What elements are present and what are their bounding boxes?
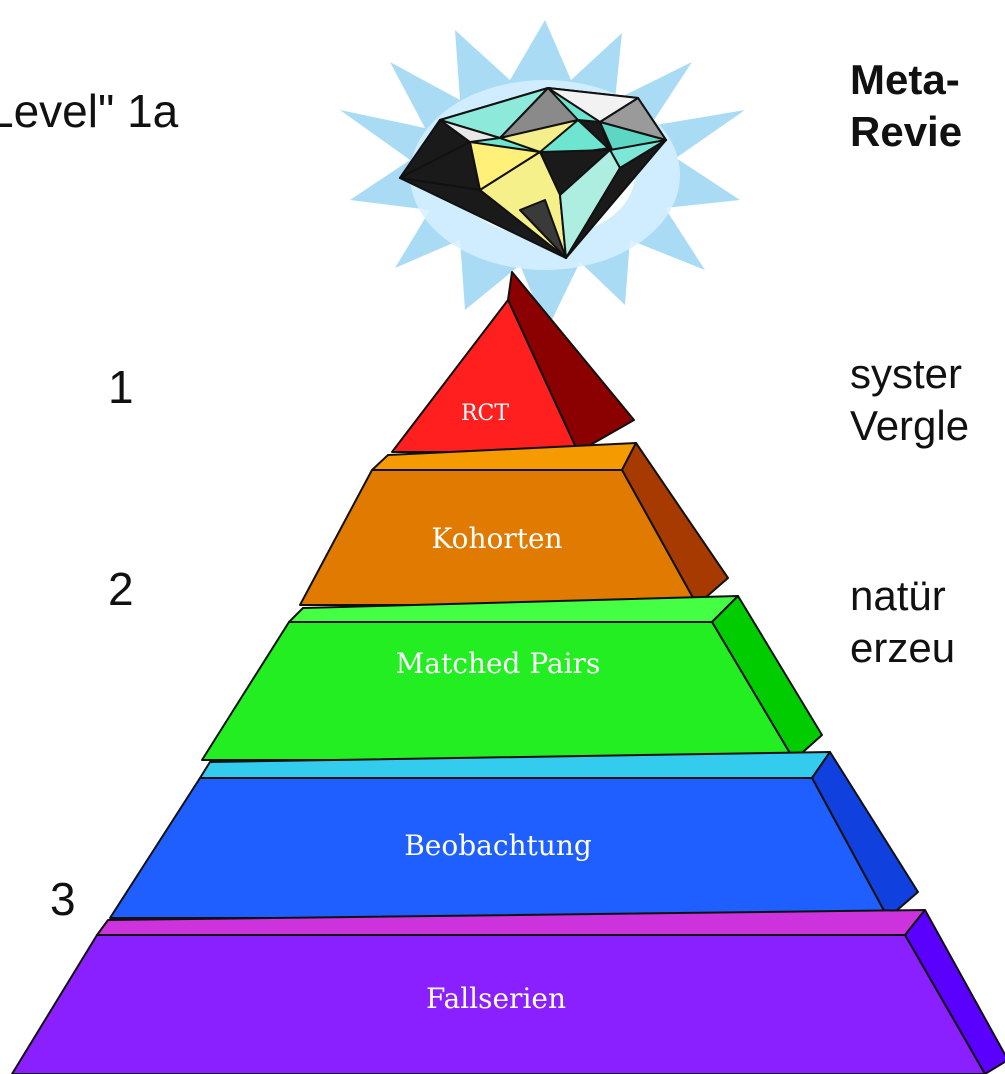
tier-matched-pairs: Matched Pairs (201, 595, 823, 761)
level-2-label: 2 (108, 563, 134, 615)
tier-fallserien: Fallserien (11, 909, 1005, 1074)
level-1-label: 1 (108, 361, 134, 413)
tier-rct: RCT (391, 271, 635, 453)
tier-kohorten-label: Kohorten (431, 522, 562, 555)
tier-kohorten: Kohorten (299, 442, 729, 606)
tier-beobachtung: Beobachtung (109, 751, 919, 919)
level-1a-label: Level" 1a (0, 85, 179, 137)
meta-review-line-1: Meta- (850, 56, 960, 103)
systematic-line-2: Vergle (850, 402, 970, 449)
natural-line-2: erzeu (850, 624, 956, 671)
meta-review-text: Meta- Revie (850, 54, 962, 158)
systematic-line-1: syster (850, 350, 963, 397)
tier-rct-label: RCT (461, 401, 509, 426)
level-3-label: 3 (50, 873, 76, 925)
diamond-icon (399, 87, 667, 259)
natural-line-1: natür (850, 572, 946, 619)
natural-text: natür erzeu (850, 570, 955, 674)
tier-fallserien-label: Fallserien (426, 982, 566, 1015)
tier-matched-pairs-front (201, 621, 795, 761)
meta-review-line-2: Revie (850, 108, 963, 155)
tier-beobachtung-label: Beobachtung (404, 829, 592, 862)
tier-fallserien-front (11, 934, 986, 1074)
systematic-comparison-text: syster Vergle (850, 348, 969, 452)
tier-matched-pairs-label: Matched Pairs (396, 647, 601, 680)
